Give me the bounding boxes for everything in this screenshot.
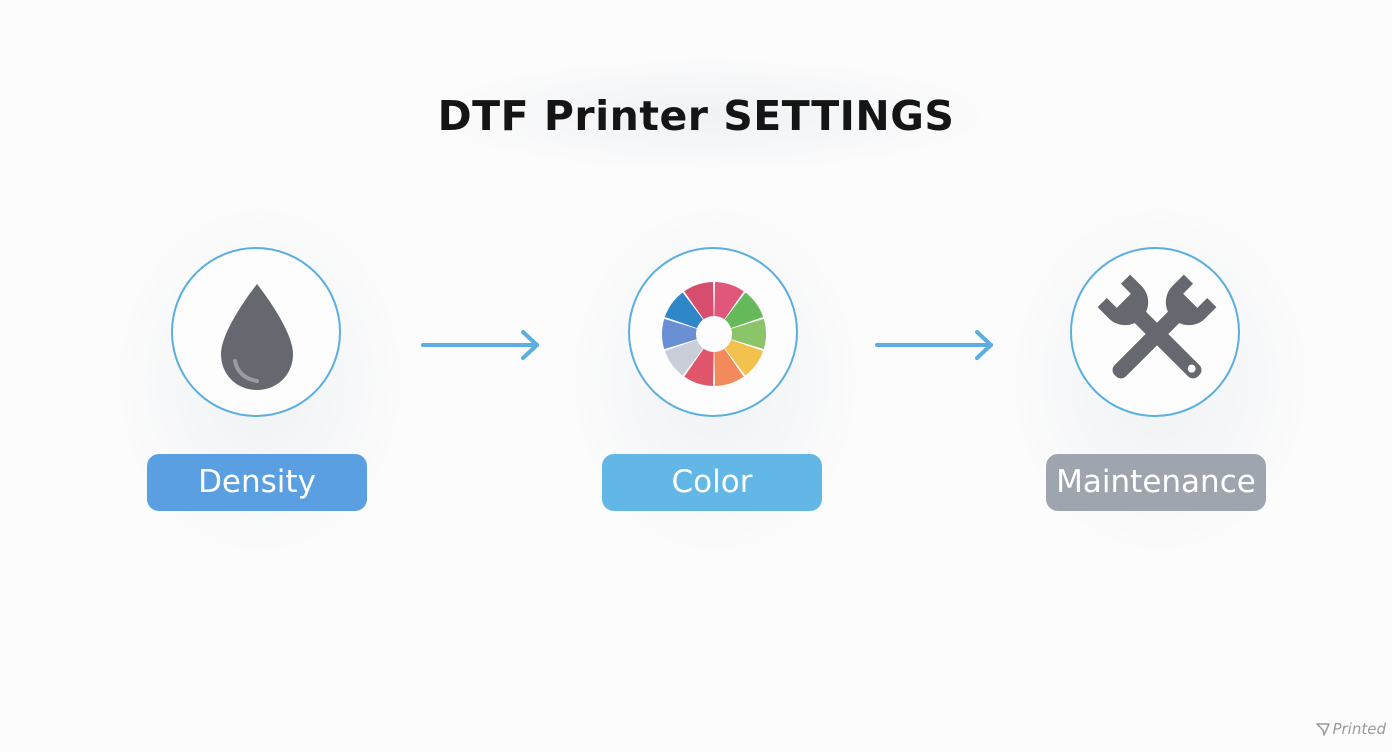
color-label: Color (602, 454, 822, 511)
density-label: Density (147, 454, 367, 511)
maintenance-label: Maintenance (1046, 454, 1266, 511)
watermark: Printed (1315, 720, 1386, 738)
color-wheel-segment (664, 292, 704, 329)
maintenance-step-circle (1070, 247, 1240, 417)
color-wheel-segment (714, 348, 744, 386)
color-wheel-segment (724, 292, 764, 329)
color-wheel-segment (714, 282, 744, 320)
color-wheel-segment (664, 339, 704, 376)
arrow-right-icon (875, 330, 993, 360)
printed-logo-icon (1316, 723, 1331, 736)
title-glow (440, 60, 980, 170)
color-wheel-segment (684, 282, 714, 320)
ink-drop-icon (221, 284, 293, 390)
color-step-circle (628, 247, 798, 417)
color-wheel-segment (724, 339, 764, 376)
density-step-circle (171, 247, 341, 417)
page-title: DTF Printer SETTINGS (437, 92, 955, 140)
arrow-right-icon (421, 330, 539, 360)
color-wheel-icon (662, 282, 766, 386)
color-wheel-segment (684, 348, 714, 386)
watermark-text: Printed (1332, 720, 1386, 738)
wrench-icon (1097, 274, 1217, 379)
color-wheel-segment (731, 318, 766, 350)
color-wheel-segment (662, 318, 697, 350)
